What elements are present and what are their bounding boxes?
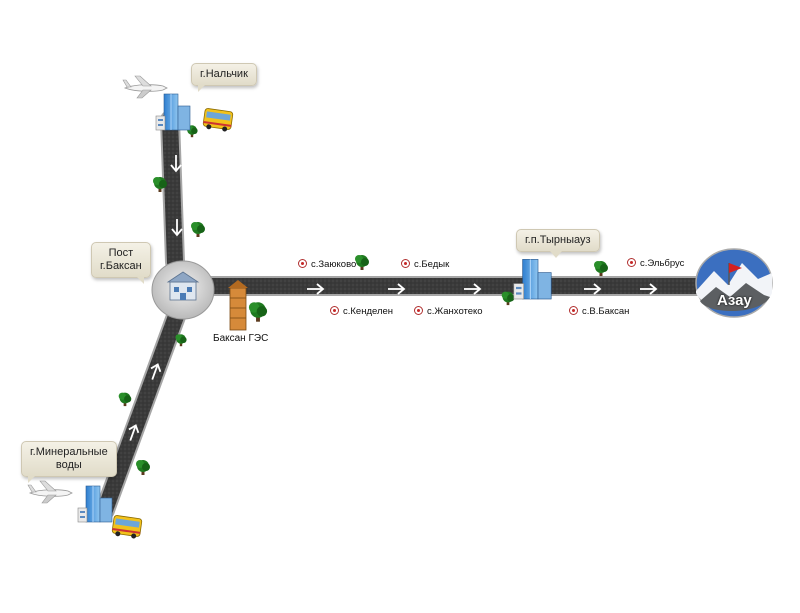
village-elbrus: с.Эльбрус — [627, 258, 684, 269]
tree-icon — [136, 460, 150, 475]
village-bedyk: с.Бедык — [401, 259, 449, 270]
village-marker-icon — [414, 306, 423, 315]
tree-icon — [118, 392, 132, 407]
tree-icon — [248, 302, 268, 322]
village-marker-icon — [627, 258, 636, 267]
village-zhankhoteko: с.Жанхотеко — [414, 306, 483, 317]
callout-post-baksan: Пост г.Баксан — [91, 242, 151, 284]
callout-tyrnyauz: г.п.Тырныауз — [516, 229, 600, 258]
tree-icon — [191, 222, 205, 237]
village-v-baksan: с.В.Баксан — [569, 306, 629, 317]
tree-icon — [175, 334, 187, 347]
callout-min-vody-label1: г.Минеральные — [30, 446, 108, 458]
callout-post-label: Пост — [108, 247, 134, 259]
mountain-destination-icon[interactable] — [695, 248, 773, 318]
village-kendelen: с.Кенделен — [330, 306, 393, 317]
city-building-icon — [155, 93, 191, 131]
azau-label[interactable]: Азау — [717, 292, 752, 309]
baksan-hes-label: Баксан ГЭС — [213, 333, 269, 344]
tree-icon — [355, 255, 369, 270]
callout-min-vody-label2: воды — [55, 459, 82, 471]
hub-building-icon[interactable] — [151, 260, 215, 320]
airplane-icon — [27, 480, 73, 504]
airplane-icon — [122, 75, 168, 99]
village-marker-icon — [569, 306, 578, 315]
callout-min-vody: г.Минеральные воды — [21, 441, 117, 483]
callout-nalchik: г.Нальчик — [191, 63, 257, 92]
village-marker-icon — [298, 259, 307, 268]
bus-icon — [202, 107, 234, 133]
callout-baksan-label: г.Баксан — [100, 260, 142, 272]
road-network — [95, 110, 705, 520]
callout-nalchik-label: г.Нальчик — [200, 68, 248, 80]
village-zayukovo: с.Заюково — [298, 259, 356, 270]
callout-tyrnyauz-label: г.п.Тырныауз — [525, 234, 591, 246]
village-marker-icon — [401, 259, 410, 268]
tree-icon — [594, 261, 608, 276]
hes-tower-icon — [228, 280, 248, 331]
village-marker-icon — [330, 306, 339, 315]
bus-icon — [111, 514, 143, 540]
